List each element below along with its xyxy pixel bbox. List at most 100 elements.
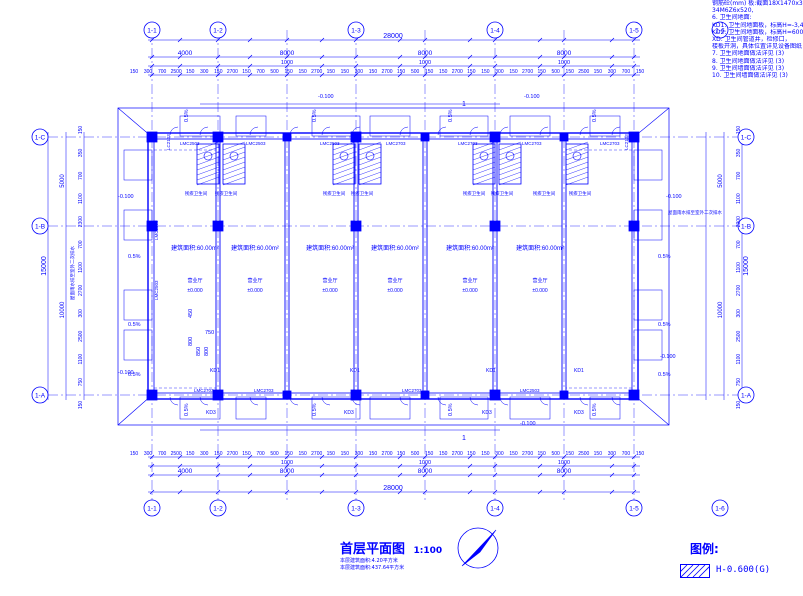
dimension-tick: [215, 72, 221, 78]
north-arrow-pointer: [461, 529, 497, 567]
toilet-hatch: [332, 161, 356, 171]
dimension-bay-top: 8000: [280, 50, 295, 57]
toilet-hatch: [498, 151, 522, 161]
dimension-bay-top: 4000: [178, 50, 193, 57]
toilet-hatch: [565, 161, 589, 171]
toilet-room: [358, 143, 382, 185]
dimension-tick: [467, 37, 473, 43]
toilet-hatch: [472, 146, 496, 156]
toilet-hatch: [472, 161, 496, 171]
toilet-hatch: [498, 141, 522, 151]
door-tag: KD1: [486, 368, 496, 374]
canopy-outline: [123, 209, 153, 241]
structural-column: [350, 389, 362, 401]
dimension-tick: [177, 463, 183, 469]
grid-bubble-top-circle: [711, 21, 729, 39]
slope-mark: 0.5%: [658, 322, 671, 328]
room-elevation: ±0.000: [387, 288, 402, 294]
dimension-tick: [492, 489, 498, 495]
door-tag: KD1: [350, 368, 360, 374]
dimension-detail-top: 300: [200, 69, 209, 75]
slope-mark: 0.5%: [448, 109, 454, 122]
dimension-detail-top: 300: [495, 69, 504, 75]
dimension-detail-top: 150: [537, 69, 546, 75]
dimension-tick: [397, 72, 403, 78]
dimension-tick: [353, 72, 359, 78]
level-mark: -0.100: [524, 94, 540, 100]
structural-column: [282, 390, 292, 400]
dimension-tick: [537, 54, 543, 60]
dimension-tick: [177, 37, 183, 43]
structural-column: [489, 131, 501, 143]
room-name: 营业厅: [247, 277, 262, 284]
dimension-detail-bottom: 2500: [578, 451, 589, 457]
grid-bubble-left-circle: [31, 217, 49, 235]
structural-column: [489, 389, 501, 401]
room-name: 营业厅: [532, 277, 547, 284]
toilet-hatch: [196, 171, 220, 181]
dimension-tick: [319, 489, 325, 495]
toilet-hatch: [196, 166, 220, 176]
structural-column: [628, 131, 640, 143]
toilet-hatch: [332, 171, 356, 181]
grid-bubble-bottom-circle: [347, 499, 365, 517]
note-line: 6. 卫生间地面:: [712, 14, 752, 22]
dimension-mid-top: 1000: [281, 60, 293, 66]
door-tag: KD3: [482, 410, 492, 416]
room-area: 建筑面积:60.00m²: [231, 244, 279, 252]
dimension-tick: [284, 489, 290, 495]
grid-bubble-top-circle: [143, 21, 161, 39]
grid-bubble-bottom: 1-5: [629, 506, 639, 513]
dimension-detail-top: 300: [144, 69, 153, 75]
dimension-tick: [177, 489, 183, 495]
canopy-outline: [589, 396, 621, 420]
dimension-detail-bottom: 150: [214, 451, 223, 457]
dimension-detail-top: 500: [411, 69, 420, 75]
level-mark: -0.100: [660, 354, 676, 360]
dimension-tick: [422, 463, 428, 469]
internal-dimension: 750: [205, 330, 214, 336]
drawing-title-block: 首层平面图 1:100 本层建筑面积:4.20平方米 本层建筑面积:437.64…: [340, 538, 442, 572]
dimension-tick: [319, 472, 325, 478]
grid-bubble-right: 1-A: [741, 393, 752, 400]
dimension-detail-right: 2500: [736, 330, 742, 341]
room-elevation: ±0.000: [462, 288, 477, 294]
slope-mark: 0.5%: [592, 403, 598, 416]
slope-mark: 0.5%: [658, 254, 671, 260]
dimension-detail-left: 150: [78, 401, 84, 410]
canopy-outline: [369, 396, 411, 420]
slope-mark: 0.5%: [592, 109, 598, 122]
dimension-detail-top: 2700: [227, 69, 238, 75]
dimension-detail-right: 350: [736, 149, 742, 158]
room-elevation: ±0.000: [322, 288, 337, 294]
toilet-fixture-icon: [365, 151, 375, 161]
level-mark: -0.100: [666, 194, 682, 200]
dimension-detail-left: 2700: [78, 285, 84, 296]
section-mark: 1: [462, 101, 466, 108]
note-line: 8. 卫生间地面做法详见 (3): [712, 57, 785, 65]
dimension-detail-top: 150: [284, 69, 293, 75]
dimension-detail-bottom: 2700: [452, 451, 463, 457]
door-swing: [249, 396, 259, 406]
hatch-swatch-icon: [680, 564, 710, 578]
side-note-left: 屋面雨水排至室外二次排水: [69, 246, 76, 300]
dimension-detail-right: 2300: [736, 216, 742, 227]
dimension-detail-bottom: 300: [200, 451, 209, 457]
room-name: 营业厅: [387, 277, 402, 284]
dimension-tick: [247, 472, 253, 478]
toilet-hatch: [222, 171, 246, 181]
dimension-detail-top: 300: [608, 69, 617, 75]
toilet-room: [222, 143, 246, 185]
dimension-detail-left: 700: [78, 240, 84, 249]
dimension-tick: [609, 63, 615, 69]
dimension-total-bottom: 28000: [383, 485, 403, 492]
internal-dimension: 450: [188, 309, 194, 318]
grid-bubble-top-circle: [486, 21, 504, 39]
grid-bubble-left-circle: [31, 386, 49, 404]
dimension-tick: [319, 37, 325, 43]
door-swing: [321, 396, 331, 406]
dimension-detail-bottom: 150: [242, 451, 251, 457]
dimension-tick: [561, 489, 567, 495]
slope-mark: 0.5%: [184, 403, 190, 416]
dimension-detail-bottom: 150: [467, 451, 476, 457]
